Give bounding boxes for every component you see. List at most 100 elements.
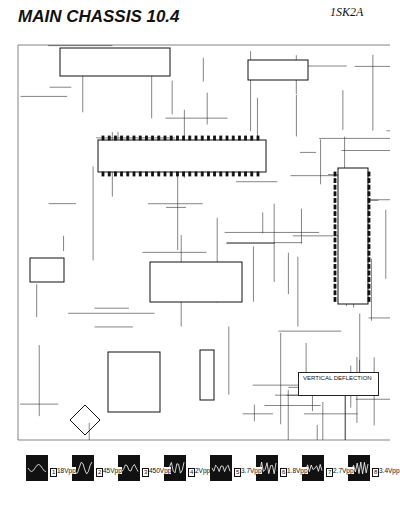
title: MAIN CHASSIS 10.4 — [18, 8, 180, 27]
wire — [274, 204, 275, 282]
ic-pin — [195, 136, 197, 140]
ic-pin — [127, 172, 129, 176]
ic-pin — [334, 179, 336, 183]
wire — [296, 95, 297, 137]
ic-pin — [334, 225, 336, 229]
wire — [371, 259, 372, 321]
wire — [226, 243, 275, 244]
ic-pin — [334, 245, 336, 249]
waveform-thumb — [26, 455, 48, 481]
ic-pin — [121, 136, 123, 140]
ic-pin — [368, 284, 370, 288]
ic-pin — [133, 136, 135, 140]
bridge-rectifier — [70, 405, 100, 435]
wire — [177, 160, 178, 250]
main-ic — [98, 140, 266, 172]
wire — [228, 326, 229, 394]
wire — [243, 413, 273, 414]
ic-pin — [214, 136, 216, 140]
wire — [322, 402, 323, 440]
wire — [68, 313, 154, 314]
wire — [82, 75, 83, 112]
ic-pin — [334, 251, 336, 255]
ic-pin — [334, 172, 336, 176]
ic-pin — [133, 172, 135, 176]
ic-pin — [368, 172, 370, 176]
wire — [148, 203, 203, 204]
ic-pin — [251, 172, 253, 176]
wire — [253, 246, 254, 301]
ic-pin — [183, 136, 185, 140]
ic-pin — [207, 172, 209, 176]
ic-pin — [158, 172, 160, 176]
ic-pin — [121, 172, 123, 176]
wire — [317, 425, 318, 440]
wire — [262, 212, 263, 233]
ic-pin — [334, 198, 336, 202]
ic-pin — [257, 172, 259, 176]
ic-pin — [232, 136, 234, 140]
ic-pin — [102, 172, 104, 176]
wire — [36, 284, 37, 317]
ic-pin — [220, 172, 222, 176]
waveform-amplitude: 450Vpp — [149, 467, 171, 474]
ic-pin — [368, 258, 370, 262]
wire — [49, 203, 76, 204]
wire — [94, 308, 128, 309]
wire — [39, 345, 40, 416]
ic-pin — [114, 172, 116, 176]
ic-pin — [368, 264, 370, 268]
wire — [225, 232, 320, 233]
transformer-core — [200, 350, 214, 400]
waveform-amplitude: 1.8Vpp — [287, 467, 308, 474]
ic-pin — [334, 271, 336, 275]
waveform-amplitude: 18Vpp — [57, 467, 76, 474]
waveform-thumb — [210, 455, 232, 481]
deflection-block: VERTICAL DEFLECTION — [298, 372, 379, 396]
wire — [166, 207, 186, 208]
ic-pin — [334, 291, 336, 295]
wire — [356, 399, 390, 400]
ic-pin — [257, 136, 259, 140]
power-ic — [108, 352, 160, 412]
ic-pin — [176, 136, 178, 140]
ic-pin — [170, 172, 172, 176]
ic-pin — [368, 185, 370, 189]
ic-pin — [368, 205, 370, 209]
ic-pin — [368, 238, 370, 242]
ic-pin — [189, 172, 191, 176]
wire — [93, 167, 94, 261]
wire — [203, 58, 204, 82]
ic-pin — [334, 238, 336, 242]
ic-pin — [368, 297, 370, 301]
ic-pin — [238, 172, 240, 176]
ic-pin — [145, 172, 147, 176]
wire — [18, 45, 390, 440]
ic-pin — [226, 136, 228, 140]
ic-pin — [108, 172, 110, 176]
ic-pin — [102, 136, 104, 140]
waveform-amplitude: 3.4Vpp — [379, 467, 400, 474]
input-block — [60, 48, 170, 76]
wire — [280, 333, 281, 424]
ic-pin — [214, 172, 216, 176]
ic-pin — [334, 284, 336, 288]
ic-pins — [102, 136, 370, 301]
wire — [385, 210, 386, 279]
ic-block — [30, 258, 64, 282]
wire — [319, 138, 390, 139]
wire — [355, 66, 390, 67]
ic-pin — [334, 231, 336, 235]
wire — [369, 317, 390, 318]
ic-pin — [368, 198, 370, 202]
wire — [300, 152, 316, 153]
wire — [297, 257, 298, 327]
wire — [172, 81, 173, 115]
ic-pin — [176, 172, 178, 176]
wire — [288, 253, 289, 294]
wire — [236, 181, 277, 182]
ic-pin — [226, 172, 228, 176]
wire — [165, 118, 227, 119]
